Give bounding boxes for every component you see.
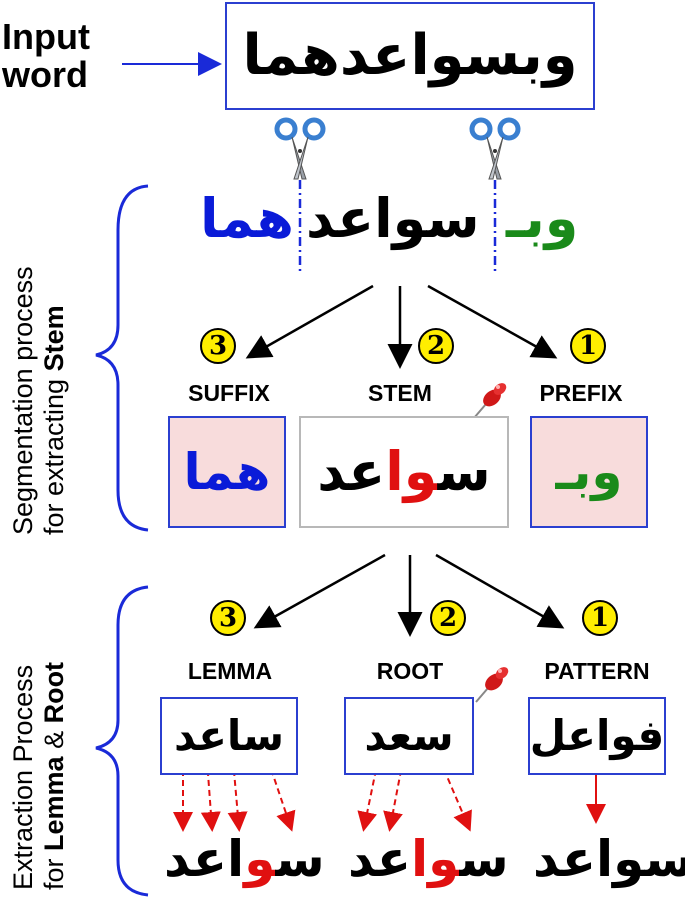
- lemma-box: ساعد: [160, 697, 298, 775]
- pattern-number-badge: 1: [582, 600, 618, 636]
- scissors-icon: [274, 117, 326, 180]
- suffix-box: هما: [168, 416, 286, 528]
- root-number-badge: 2: [430, 600, 466, 636]
- input-label-line2: word: [2, 53, 88, 95]
- input-word-label: Input word: [2, 18, 90, 94]
- stem-number-badge: 2: [418, 328, 454, 364]
- root-box: سعد: [344, 697, 474, 775]
- segmentation-bracket: [95, 184, 149, 532]
- input-word-box: وبسواعدهما: [225, 2, 595, 110]
- extraction-label-line2: for Lemma & Root: [39, 661, 70, 890]
- scissors-icon: [469, 117, 521, 180]
- lemma-output-word: سواعد: [164, 830, 325, 888]
- root-header: ROOT: [376, 658, 444, 684]
- segmented-suffix: هما: [200, 187, 294, 250]
- prefix-text: وبـ: [555, 443, 623, 501]
- input-label-line1: Input: [2, 16, 90, 57]
- arrow-to-pattern: [435, 553, 565, 629]
- arrow-to-suffix: [245, 284, 374, 359]
- segmented-prefix: وبـ: [506, 187, 579, 250]
- stem-header: STEM: [368, 380, 432, 406]
- prefix-box: وبـ: [530, 416, 648, 528]
- suffix-number-badge: 3: [200, 328, 236, 364]
- extraction-label-line1: Extraction Process: [8, 664, 38, 890]
- extraction-side-label: Extraction Process for Lemma & Root: [8, 662, 70, 890]
- suffix-text: هما: [183, 443, 271, 501]
- prefix-header: PREFIX: [539, 380, 623, 406]
- pattern-output-word: سواعد: [533, 830, 685, 888]
- stem-box: سواعد: [299, 416, 509, 528]
- suffix-header: SUFFIX: [188, 380, 270, 406]
- root-text: سعد: [364, 711, 454, 760]
- segmentation-label-line2: for extracting Stem: [39, 305, 70, 535]
- root-output-word: سواعد: [348, 830, 509, 888]
- arrow-to-prefix: [427, 284, 558, 359]
- segmentation-side-label: Segmentation process for extracting Stem: [8, 266, 70, 535]
- extraction-bracket: [95, 585, 149, 897]
- input-word-text: وبسواعدهما: [242, 23, 578, 88]
- stem-text: سواعد: [317, 440, 491, 503]
- pattern-text: فواعل: [529, 711, 665, 760]
- lemma-number-badge: 3: [210, 600, 246, 636]
- pattern-header: PATTERN: [544, 658, 650, 684]
- arrow-to-lemma: [253, 553, 386, 629]
- pattern-box: فواعل: [528, 697, 666, 775]
- lemma-header: LEMMA: [187, 658, 273, 684]
- segmented-stem: سواعد: [306, 187, 480, 250]
- pushpin-icon: [473, 383, 507, 419]
- prefix-number-badge: 1: [570, 328, 606, 364]
- lemma-text: ساعد: [173, 711, 285, 760]
- pushpin-icon: [475, 667, 509, 703]
- segmentation-label-line1: Segmentation process: [8, 266, 38, 535]
